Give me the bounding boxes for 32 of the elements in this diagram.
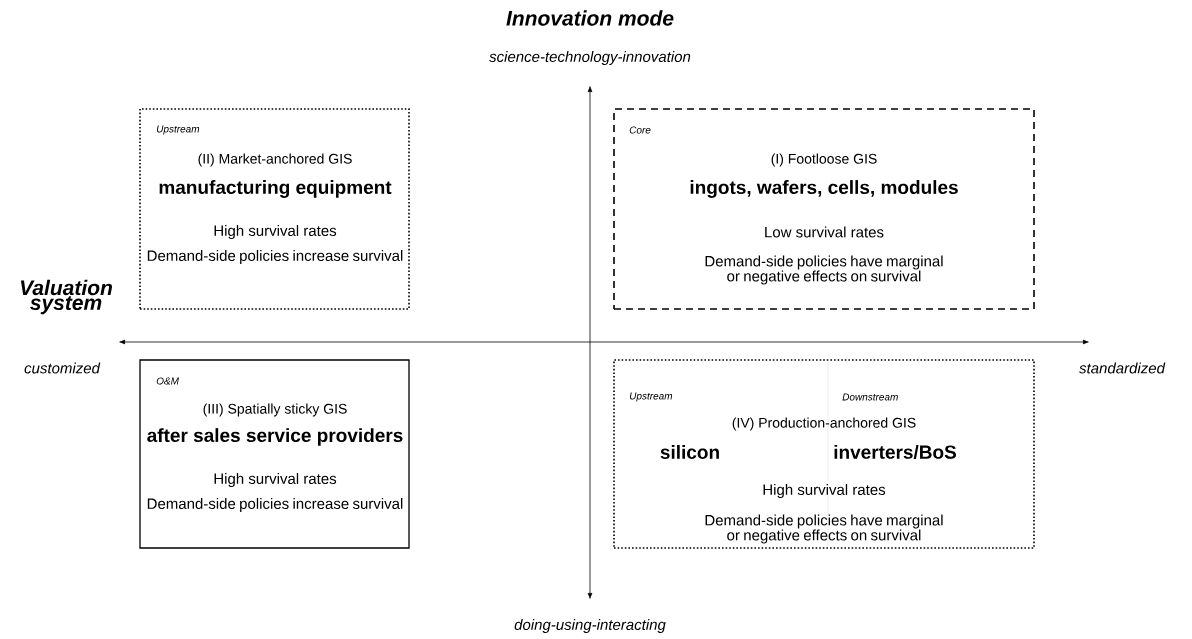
body-text: Low survival rates: [765, 226, 884, 238]
axis-title: Innovation mode: [506, 10, 674, 26]
body-text: High survival rates: [214, 473, 337, 487]
axis-title: Valuation system: [20, 279, 112, 315]
body-text: Demand-side policies have marginal or negative effects on survival: [705, 255, 943, 285]
segment-tag: Upstream: [629, 392, 673, 402]
quadrant-box: [139, 108, 410, 310]
product-title: manufacturing equipment: [159, 180, 392, 198]
product-title: after sales service providers: [147, 428, 403, 446]
quadrant-heading: (I) Footloose GIS: [771, 153, 877, 167]
quadrant-heading: (II) Market-anchored GIS: [198, 153, 352, 167]
quadrant-heading: (IV) Production-anchored GIS: [732, 417, 916, 431]
product-title: inverters/BoS: [834, 444, 956, 460]
quadrant-heading: (III) Spatially sticky GIS: [203, 403, 347, 417]
segment-tag: Upstream: [156, 125, 200, 135]
axis-end-label: doing-using-interacting: [514, 619, 666, 633]
segment-tag: Downstream: [842, 393, 898, 401]
segment-tag: Core: [629, 126, 651, 134]
product-title: silicon: [660, 445, 719, 459]
quadrant-box: [613, 359, 1035, 549]
segment-tag: O&M: [156, 377, 179, 385]
body-text: High survival rates: [214, 225, 337, 239]
body-text: Demand-side policies increase survival: [147, 498, 403, 512]
axis-end-label: standardized: [1079, 362, 1166, 374]
body-text: High survival rates: [763, 484, 886, 498]
product-title: ingots, wafers, cells, modules: [690, 180, 958, 198]
quadrant-box: [139, 359, 410, 549]
quadrant-box: [613, 108, 1035, 310]
body-text: Demand-side policies increase survival: [147, 250, 403, 264]
axis-end-label: customized: [24, 362, 101, 374]
axis-end-label: science-technology-innovation: [489, 51, 691, 65]
body-text: Demand-side policies have marginal or negative effects on survival: [705, 514, 943, 544]
